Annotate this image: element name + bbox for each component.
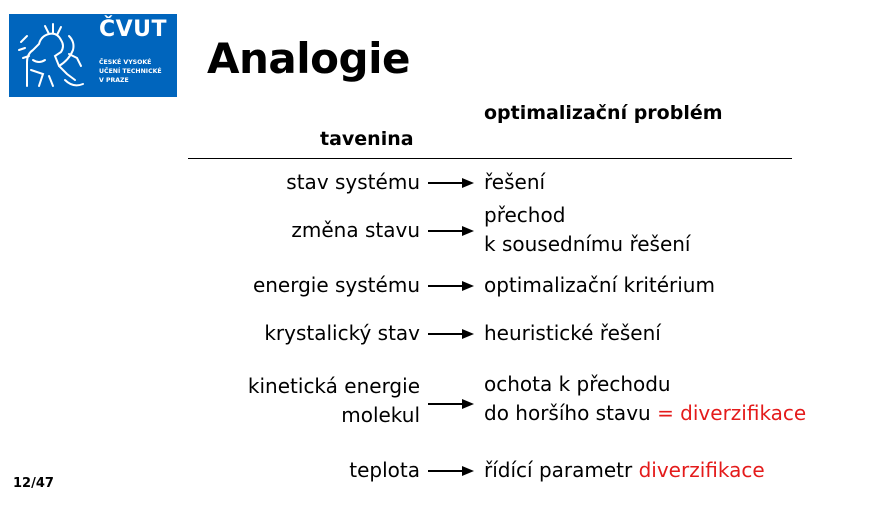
optimization-term: optimalizační kritérium — [484, 271, 715, 300]
melt-term: energie systému — [253, 271, 420, 300]
melt-term-line: teplota — [349, 458, 420, 482]
czech-lion-icon — [18, 23, 84, 87]
arrow-right-icon — [428, 399, 474, 409]
melt-term-line: kinetická energie — [247, 374, 420, 398]
melt-term-line: energie systému — [252, 273, 420, 297]
arrow-right-icon — [428, 178, 474, 188]
optimization-term-line: ochota k přechodu — [484, 372, 671, 396]
optimization-term: přechod k sousednímu řešení — [484, 201, 690, 259]
melt-term-line: molekul — [341, 403, 420, 427]
optimization-term-line: řešení — [484, 170, 546, 194]
melt-term: teplota — [349, 456, 420, 485]
arrow-right-icon — [428, 281, 474, 291]
arrow-right-icon — [428, 226, 474, 236]
melt-term: stav systému — [286, 168, 420, 197]
optimization-term: ochota k přechodu do horšího stavu = div… — [484, 370, 806, 428]
melt-term-line: stav systému — [286, 170, 420, 194]
optimization-term-line: do horšího stavu = diverzifikace — [484, 399, 806, 428]
highlight-term: diverzifikace — [638, 458, 765, 482]
melt-term: kinetická energie molekul — [248, 372, 420, 430]
logo-name: ČVUT — [99, 17, 168, 42]
cvut-logo: ČVUT ČESKÉ VYSOKÉ UČENÍ TECHNICKÉ V PRAZ… — [9, 14, 177, 97]
optimization-term-line: k sousednímu řešení — [484, 232, 691, 256]
optimization-term: heuristické řešení — [484, 319, 661, 348]
arrow-right-icon — [428, 466, 474, 476]
header-right: optimalizační problém — [484, 102, 723, 124]
optimization-term-text: do horšího stavu — [484, 401, 658, 425]
page-number: 12/47 — [13, 476, 54, 491]
arrow-right-icon — [428, 329, 474, 339]
logo-subtitle: ČESKÉ VYSOKÉ UČENÍ TECHNICKÉ V PRAZE — [99, 59, 162, 84]
slide-title: Analogie — [207, 34, 410, 83]
optimization-term: řídící parametr diverzifikace — [484, 456, 765, 485]
optimization-term-line: heuristické řešení — [484, 321, 661, 345]
header-left: tavenina — [320, 128, 414, 150]
melt-term-line: krystalický stav — [264, 321, 420, 345]
highlight-term: = diverzifikace — [657, 401, 807, 425]
optimization-term: řešení — [484, 168, 545, 197]
header-divider — [188, 158, 792, 159]
optimization-term-line: přechod — [484, 203, 566, 227]
melt-term: změna stavu — [291, 216, 420, 245]
melt-term-line: změna stavu — [291, 218, 420, 242]
melt-term: krystalický stav — [264, 319, 420, 348]
optimization-term-text: řídící parametr — [484, 458, 639, 482]
optimization-term-line: optimalizační kritérium — [484, 273, 715, 297]
optimization-term-line: řídící parametr diverzifikace — [484, 456, 765, 485]
